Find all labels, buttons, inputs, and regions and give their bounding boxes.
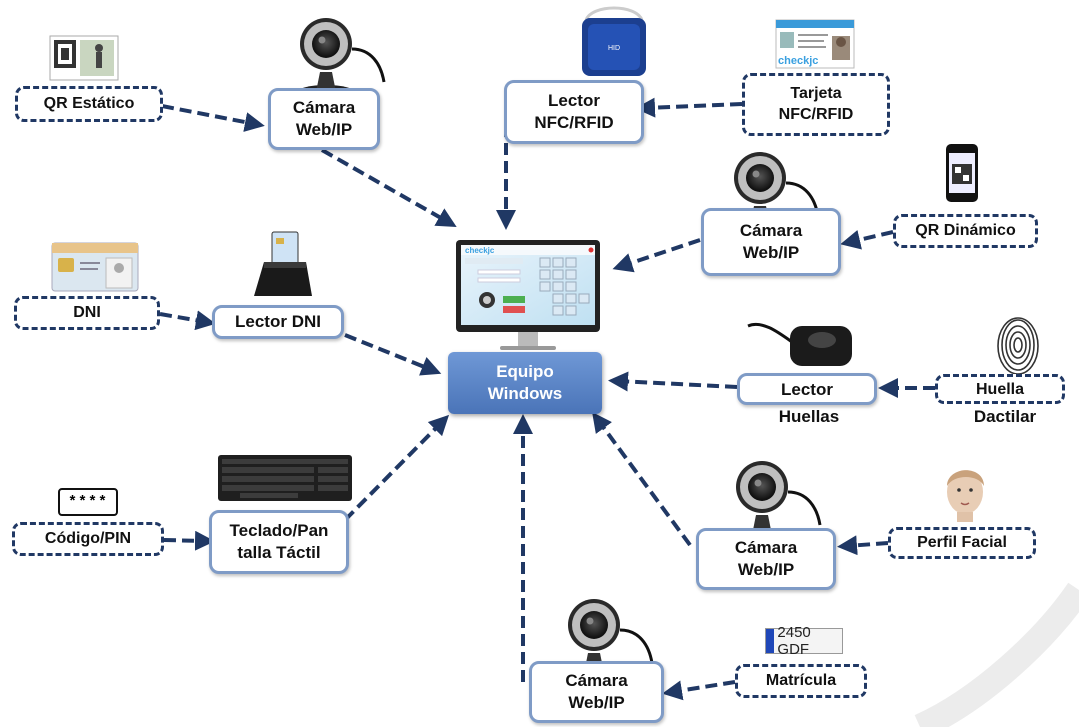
face-icon (947, 470, 984, 522)
monitor-brand: checkjc (465, 246, 495, 255)
arrow-qrdynamic-to-camera (840, 229, 894, 250)
qr-card-icon (49, 35, 119, 81)
device-fingerprint-reader-label-2: Huellas (778, 406, 840, 426)
fingerprint-icon (997, 317, 1039, 375)
dni-card-icon (51, 242, 139, 292)
source-pin: Código/PIN (12, 522, 164, 556)
source-fingerprint-label-2: Dactilar (973, 406, 1037, 426)
arrow-qrstatic-to-camera (161, 104, 265, 132)
arrow-fpreader-to-hub (608, 371, 738, 392)
arrow-nfccard-to-reader (635, 97, 743, 118)
source-license-plate: Matrícula (735, 664, 867, 698)
arrow-dnireader-to-hub (344, 333, 442, 376)
monitor-icon: checkjc (456, 240, 600, 350)
fingerprint-reader-icon (747, 323, 852, 366)
source-dni: DNI (14, 296, 160, 330)
id-card-icon: checkjc (775, 19, 855, 69)
arrow-pin-to-keyboard (163, 530, 215, 551)
source-fingerprint: Huella (935, 374, 1065, 404)
phone-qr-icon (946, 144, 978, 202)
svg-text:checkjc: checkjc (778, 55, 818, 67)
pin-code-icon: **** (58, 488, 118, 516)
device-fingerprint-reader: Lector (737, 373, 877, 405)
arrow-camera-to-monitor-right (612, 238, 701, 273)
background-arc (914, 582, 1079, 727)
license-plate-icon: 2450 GDF (765, 624, 843, 658)
source-qr-dynamic: QR Dinámico (893, 214, 1038, 248)
webcam-icon (296, 16, 386, 101)
source-facial-profile: Perfil Facial (888, 527, 1036, 559)
source-qr-static: QR Estático (15, 86, 163, 122)
arrow-face-to-camera (837, 535, 889, 556)
device-dni-reader: Lector DNI (212, 305, 344, 339)
arrow-keyboard-to-hub (343, 414, 450, 522)
arrow-camera-to-monitor (321, 148, 457, 227)
svg-text:HID: HID (608, 45, 620, 52)
arrow-dni-to-reader (159, 310, 216, 331)
keyboard-icon (218, 455, 352, 501)
arrow-camera-to-hub-right (592, 411, 692, 547)
card-reader-icon (254, 231, 312, 296)
nfc-reader-icon: HID (582, 6, 646, 76)
arrow-plate-to-camera (662, 680, 736, 701)
